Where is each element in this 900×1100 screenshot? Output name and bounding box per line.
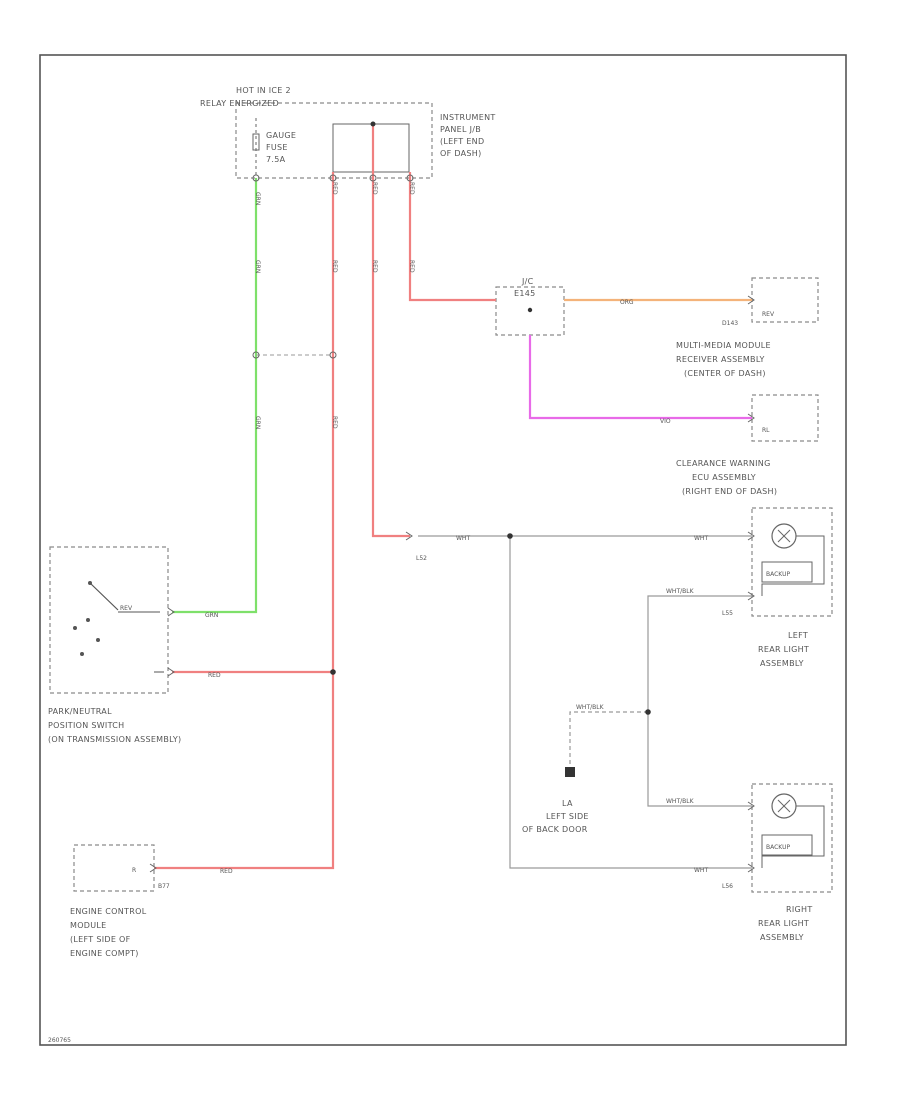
- ipjb-label: OF DASH): [440, 149, 482, 158]
- ground-label: LEFT SIDE: [546, 812, 589, 821]
- wht-blk-wire: [647, 595, 752, 807]
- wire-label: RED: [408, 182, 415, 195]
- left-rear-label: ASSEMBLY: [760, 659, 804, 668]
- wire-label: WHT/BLK: [666, 588, 695, 595]
- multimedia-label: (CENTER OF DASH): [684, 369, 766, 378]
- red-wire-ecm: [154, 172, 335, 870]
- pnp-label: PARK/NEUTRAL: [48, 707, 112, 716]
- ecm-label: MODULE: [70, 921, 107, 930]
- red-wire-l52: [371, 124, 410, 538]
- wire-label: RED: [220, 868, 233, 875]
- fuse-label: GAUGE: [266, 131, 296, 140]
- relay-fuse-box: [235, 102, 433, 179]
- red-wire-jc: [408, 172, 496, 302]
- wire-label: WHT: [694, 535, 708, 542]
- junction-dot: [507, 533, 513, 539]
- pnp-label: POSITION SWITCH: [48, 721, 125, 730]
- pin-label: RL: [762, 427, 770, 434]
- wire-label: RED: [331, 260, 338, 273]
- ecm-label: (LEFT SIDE OF: [70, 935, 131, 944]
- connector-id: D143: [722, 320, 738, 327]
- multimedia-label: RECEIVER ASSEMBLY: [676, 355, 765, 364]
- left-rear-label: LEFT: [788, 631, 808, 640]
- violet-wire: [528, 335, 752, 420]
- right-rear-label: REAR LIGHT: [758, 919, 809, 928]
- connector-pins: [149, 174, 755, 873]
- clearance-ecu-box: [751, 394, 819, 442]
- ground-icon: [565, 767, 575, 777]
- right-rear-label: ASSEMBLY: [760, 933, 804, 942]
- wire-label: ORG: [620, 299, 634, 306]
- wire-label: RED: [331, 416, 338, 429]
- connector-id: L56: [722, 883, 733, 890]
- fuse-rating: 7.5A: [266, 155, 286, 164]
- lamp-pin-label: BACKUP: [766, 571, 790, 578]
- pnp-label: (ON TRANSMISSION ASSEMBLY): [48, 735, 181, 744]
- left-rear-light-box: [751, 507, 833, 617]
- ground-label: OF BACK DOOR: [522, 825, 588, 834]
- hot-header-line2: RELAY ENERGIZED: [200, 99, 279, 108]
- green-wire: [172, 178, 258, 614]
- right-rear-light-box: [751, 783, 833, 893]
- wire-label: RED: [208, 672, 221, 679]
- jc-label: J/C: [521, 277, 534, 286]
- diagram-frame: [39, 54, 847, 1046]
- ecm-label: ENGINE COMPT): [70, 949, 139, 958]
- ipjb-label: INSTRUMENT: [440, 113, 496, 122]
- connector-id: L55: [722, 610, 733, 617]
- wht-wire-right: [509, 536, 752, 869]
- ecm-pin-label: R: [132, 867, 136, 874]
- ipjb-label: PANEL J/B: [440, 125, 481, 134]
- connector-id: L52: [416, 555, 427, 562]
- instrument-panel-jb: [332, 123, 410, 173]
- clearance-label: (RIGHT END OF DASH): [682, 487, 777, 496]
- wire-label: VIO: [660, 418, 671, 425]
- park-neutral-switch-box: [49, 546, 169, 694]
- fuse-icon: [252, 118, 260, 178]
- connector-id: B77: [158, 883, 170, 890]
- pin-label: REV: [762, 311, 775, 318]
- diagram-id: 260765: [48, 1037, 71, 1044]
- ipjb-label: (LEFT END: [440, 137, 484, 146]
- left-rear-label: REAR LIGHT: [758, 645, 809, 654]
- wire-label: RED: [408, 260, 415, 273]
- left-backup-lamp-icon: [761, 523, 825, 596]
- ground-id: LA: [562, 799, 573, 808]
- wire-label: GRN: [254, 192, 261, 205]
- multimedia-label: MULTI-MEDIA MODULE: [676, 341, 771, 350]
- wire-label: WHT: [456, 535, 470, 542]
- wire-label: WHT: [694, 867, 708, 874]
- junction-dot: [527, 307, 533, 313]
- switch-pin-label: REV: [120, 605, 133, 612]
- hot-header-line1: HOT IN ICE 2: [236, 86, 291, 95]
- jc-id: E145: [514, 289, 536, 298]
- wire-label: GRN: [254, 416, 261, 429]
- lamp-pin-label: BACKUP: [766, 844, 790, 851]
- clearance-label: CLEARANCE WARNING: [676, 459, 771, 468]
- wire-label: GRN: [254, 260, 261, 273]
- ecm-label: ENGINE CONTROL: [70, 907, 147, 916]
- junction-dot: [370, 121, 376, 127]
- clearance-label: ECU ASSEMBLY: [692, 473, 756, 482]
- wire-label: WHT/BLK: [666, 798, 695, 805]
- right-backup-lamp-icon: [761, 793, 825, 868]
- junction-dot: [645, 709, 651, 715]
- wire-label: RED: [371, 182, 378, 195]
- fuse-label: FUSE: [266, 143, 288, 152]
- ground-wire: [569, 711, 648, 772]
- wire-label: WHT/BLK: [576, 704, 605, 711]
- switch-icon: [73, 581, 164, 673]
- ecm-box: [73, 844, 155, 892]
- wire-label: RED: [371, 260, 378, 273]
- wire-label: RED: [331, 182, 338, 195]
- junction-dot: [330, 669, 336, 675]
- wire-label: GRN: [205, 612, 218, 619]
- right-rear-label: RIGHT: [786, 905, 813, 914]
